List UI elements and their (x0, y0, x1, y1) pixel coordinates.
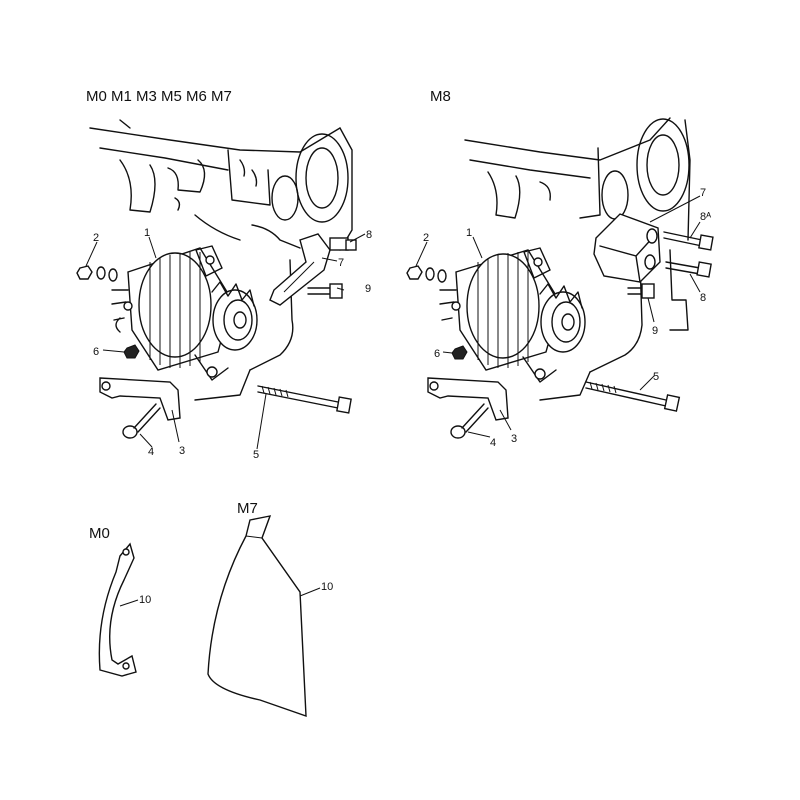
panel-header-top-left: M0 M1 M3 M5 M6 M7 (86, 88, 232, 105)
panel-header-top-right: M8 (430, 88, 451, 105)
bolt-part-8-m8 (665, 261, 712, 278)
panel-bottom-left: M0 10 (89, 525, 151, 677)
cover-part-10 (207, 515, 321, 718)
callout-10-m7: 10 (321, 581, 333, 593)
bolt-part-9-m8 (627, 283, 655, 299)
callout-8-m8: 8 (700, 292, 706, 304)
panel-top-right: M8 (406, 88, 714, 449)
callout-7: 7 (338, 257, 344, 269)
callout-7-m8: 7 (700, 187, 706, 199)
alternator-drawing-m8 (439, 247, 586, 383)
adjusting-plate-part-7 (269, 233, 331, 306)
support-strap-part-10 (98, 542, 139, 677)
bolt-part-4 (122, 403, 161, 439)
panel-bottom-middle: M7 10 (207, 500, 333, 718)
long-bolt-part-5 (257, 385, 352, 414)
callout-6: 6 (93, 346, 99, 358)
bolt-part-9 (307, 283, 343, 299)
callout-10-m0: 10 (139, 594, 151, 606)
bolt-part-8a-m8 (663, 231, 714, 251)
callout-9-m8: 9 (652, 325, 658, 337)
callout-3-m8: 3 (511, 433, 517, 445)
callout-8a-m8: 8ᴬ (700, 211, 711, 223)
panel-top-left: M0 M1 M3 M5 M6 M7 (76, 88, 372, 461)
callout-6-m8: 6 (434, 348, 440, 360)
engine-block-drawing (89, 119, 353, 401)
bolt-part-4-m8 (450, 403, 489, 439)
long-bolt-part-5-m8 (585, 381, 681, 412)
panel-header-bottom-middle: M7 (237, 500, 258, 517)
bracket-part-3-m8 (427, 377, 509, 421)
callout-3: 3 (179, 445, 185, 457)
callout-4: 4 (148, 446, 154, 458)
callout-4-m8: 4 (490, 437, 496, 449)
panel-header-bottom-left: M0 (89, 525, 110, 542)
leader-lines-top-right (415, 195, 701, 438)
callout-2-m8: 2 (423, 232, 429, 244)
callout-1: 1 (144, 227, 150, 239)
callout-2: 2 (93, 232, 99, 244)
bolt-part-8 (329, 237, 357, 251)
mount-bracket-part-7-m8 (593, 213, 661, 283)
nut-part-6 (123, 344, 140, 359)
callout-5-m8: 5 (653, 371, 659, 383)
callout-9: 9 (365, 283, 371, 295)
callout-5: 5 (253, 449, 259, 461)
callout-1-m8: 1 (466, 227, 472, 239)
leader-lines-top-left (85, 233, 366, 450)
alternator-drawing (111, 245, 258, 381)
nut-washers-part-2-m8 (406, 265, 447, 283)
callout-8: 8 (366, 229, 372, 241)
nut-part-6-m8 (451, 345, 468, 360)
bracket-part-3 (99, 377, 181, 421)
nut-washers-part-2 (76, 265, 118, 282)
